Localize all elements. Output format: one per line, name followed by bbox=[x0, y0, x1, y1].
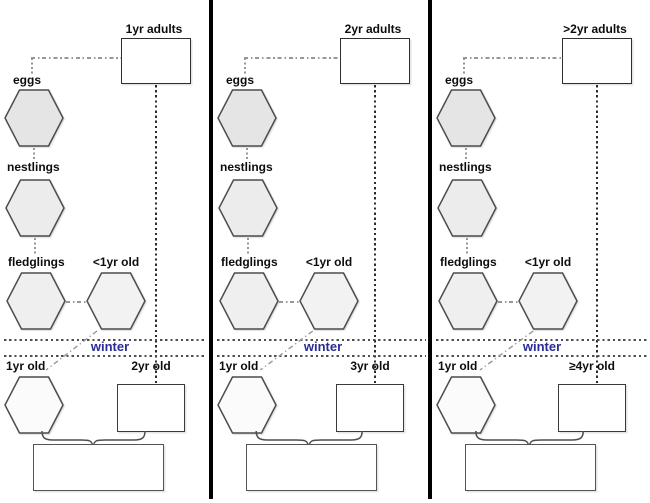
connector-fledglings-to-under1yr bbox=[498, 301, 518, 303]
winter-boundary-upper bbox=[4, 339, 207, 341]
1yrold-hexagon bbox=[4, 376, 64, 434]
post-winter-age-box bbox=[117, 384, 185, 432]
connector-adults-to-eggs-horizontal bbox=[31, 57, 121, 59]
adult-stage-box bbox=[340, 38, 410, 84]
1yrold-label: 1yr old bbox=[438, 359, 478, 373]
fledglings-hexagon bbox=[219, 272, 279, 330]
winter-boundary-lower bbox=[4, 355, 207, 357]
adult-stage-box bbox=[562, 38, 632, 84]
connector-fledglings-to-under1yr bbox=[279, 301, 299, 303]
adult-stage-label: 2yr adults bbox=[344, 22, 402, 36]
nestlings-hexagon bbox=[437, 179, 497, 237]
connector-eggs-to-nestlings bbox=[465, 148, 467, 161]
post-winter-age-label: ≥4yr old bbox=[569, 359, 615, 373]
under1yr-label: <1yr old bbox=[92, 255, 140, 269]
under1yr-label: <1yr old bbox=[524, 255, 572, 269]
1yrold-hexagon bbox=[436, 376, 496, 434]
nestlings-hexagon bbox=[5, 179, 65, 237]
nestlings-label: nestlings bbox=[7, 160, 60, 174]
post-winter-age-box bbox=[336, 384, 404, 432]
connector-adults-to-older-vertical bbox=[155, 85, 157, 386]
connector-nestlings-to-fledglings bbox=[466, 238, 468, 255]
eggs-hexagon bbox=[4, 89, 64, 147]
nestlings-label: nestlings bbox=[439, 160, 492, 174]
1yrold-label: 1yr old bbox=[6, 359, 46, 373]
combined-total-box bbox=[33, 444, 164, 491]
adult-stage-label: 1yr adults bbox=[125, 22, 183, 36]
combined-total-box bbox=[246, 444, 377, 491]
winter-boundary-lower bbox=[436, 355, 648, 357]
connector-adults-to-eggs-horizontal bbox=[244, 57, 340, 59]
connector-nestlings-to-fledglings bbox=[247, 238, 249, 255]
adult-stage-label: >2yr adults bbox=[563, 22, 627, 36]
connector-adults-to-eggs-vertical bbox=[463, 58, 465, 75]
fledglings-label: fledglings bbox=[221, 255, 278, 269]
combined-total-box bbox=[465, 444, 596, 491]
winter-boundary-upper bbox=[436, 339, 648, 341]
winter-label: winter bbox=[522, 339, 562, 354]
connector-adults-to-older-vertical bbox=[374, 85, 376, 386]
eggs-hexagon bbox=[217, 89, 277, 147]
fledglings-hexagon bbox=[6, 272, 66, 330]
eggs-label: eggs bbox=[13, 73, 42, 87]
connector-adults-to-eggs-vertical bbox=[31, 58, 33, 75]
eggs-hexagon bbox=[436, 89, 496, 147]
eggs-label: eggs bbox=[226, 73, 255, 87]
under1yr-hexagon bbox=[86, 272, 146, 330]
post-winter-age-box bbox=[558, 384, 626, 432]
nestlings-hexagon bbox=[218, 179, 278, 237]
panel-2yr-adults: 2yr adults eggs nestlings fledglings <1y… bbox=[213, 0, 428, 503]
winter-boundary-upper bbox=[217, 339, 426, 341]
panel-divider bbox=[209, 0, 213, 499]
panel-divider bbox=[428, 0, 432, 499]
panel-over2yr-adults: >2yr adults eggs nestlings fledglings <1… bbox=[432, 0, 650, 503]
connector-adults-to-eggs-horizontal bbox=[463, 57, 562, 59]
winter-label: winter bbox=[303, 339, 343, 354]
post-winter-age-label: 2yr old bbox=[131, 359, 171, 373]
adult-stage-box bbox=[121, 38, 191, 84]
fledglings-label: fledglings bbox=[440, 255, 497, 269]
under1yr-hexagon bbox=[518, 272, 578, 330]
fledglings-label: fledglings bbox=[8, 255, 65, 269]
connector-nestlings-to-fledglings bbox=[34, 238, 36, 255]
winter-boundary-lower bbox=[217, 355, 426, 357]
connector-eggs-to-nestlings bbox=[33, 148, 35, 161]
under1yr-hexagon bbox=[299, 272, 359, 330]
connector-eggs-to-nestlings bbox=[246, 148, 248, 161]
panel-1yr-adults: 1yr adults eggs nestlings fledglings <1y… bbox=[0, 0, 209, 503]
eggs-label: eggs bbox=[445, 73, 474, 87]
post-winter-age-label: 3yr old bbox=[350, 359, 390, 373]
winter-label: winter bbox=[90, 339, 130, 354]
under1yr-label: <1yr old bbox=[305, 255, 353, 269]
1yrold-hexagon bbox=[217, 376, 277, 434]
connector-fledglings-to-under1yr bbox=[66, 301, 86, 303]
fledglings-hexagon bbox=[438, 272, 498, 330]
connector-adults-to-older-vertical bbox=[596, 85, 598, 386]
nestlings-label: nestlings bbox=[220, 160, 273, 174]
connector-adults-to-eggs-vertical bbox=[244, 58, 246, 75]
1yrold-label: 1yr old bbox=[219, 359, 259, 373]
